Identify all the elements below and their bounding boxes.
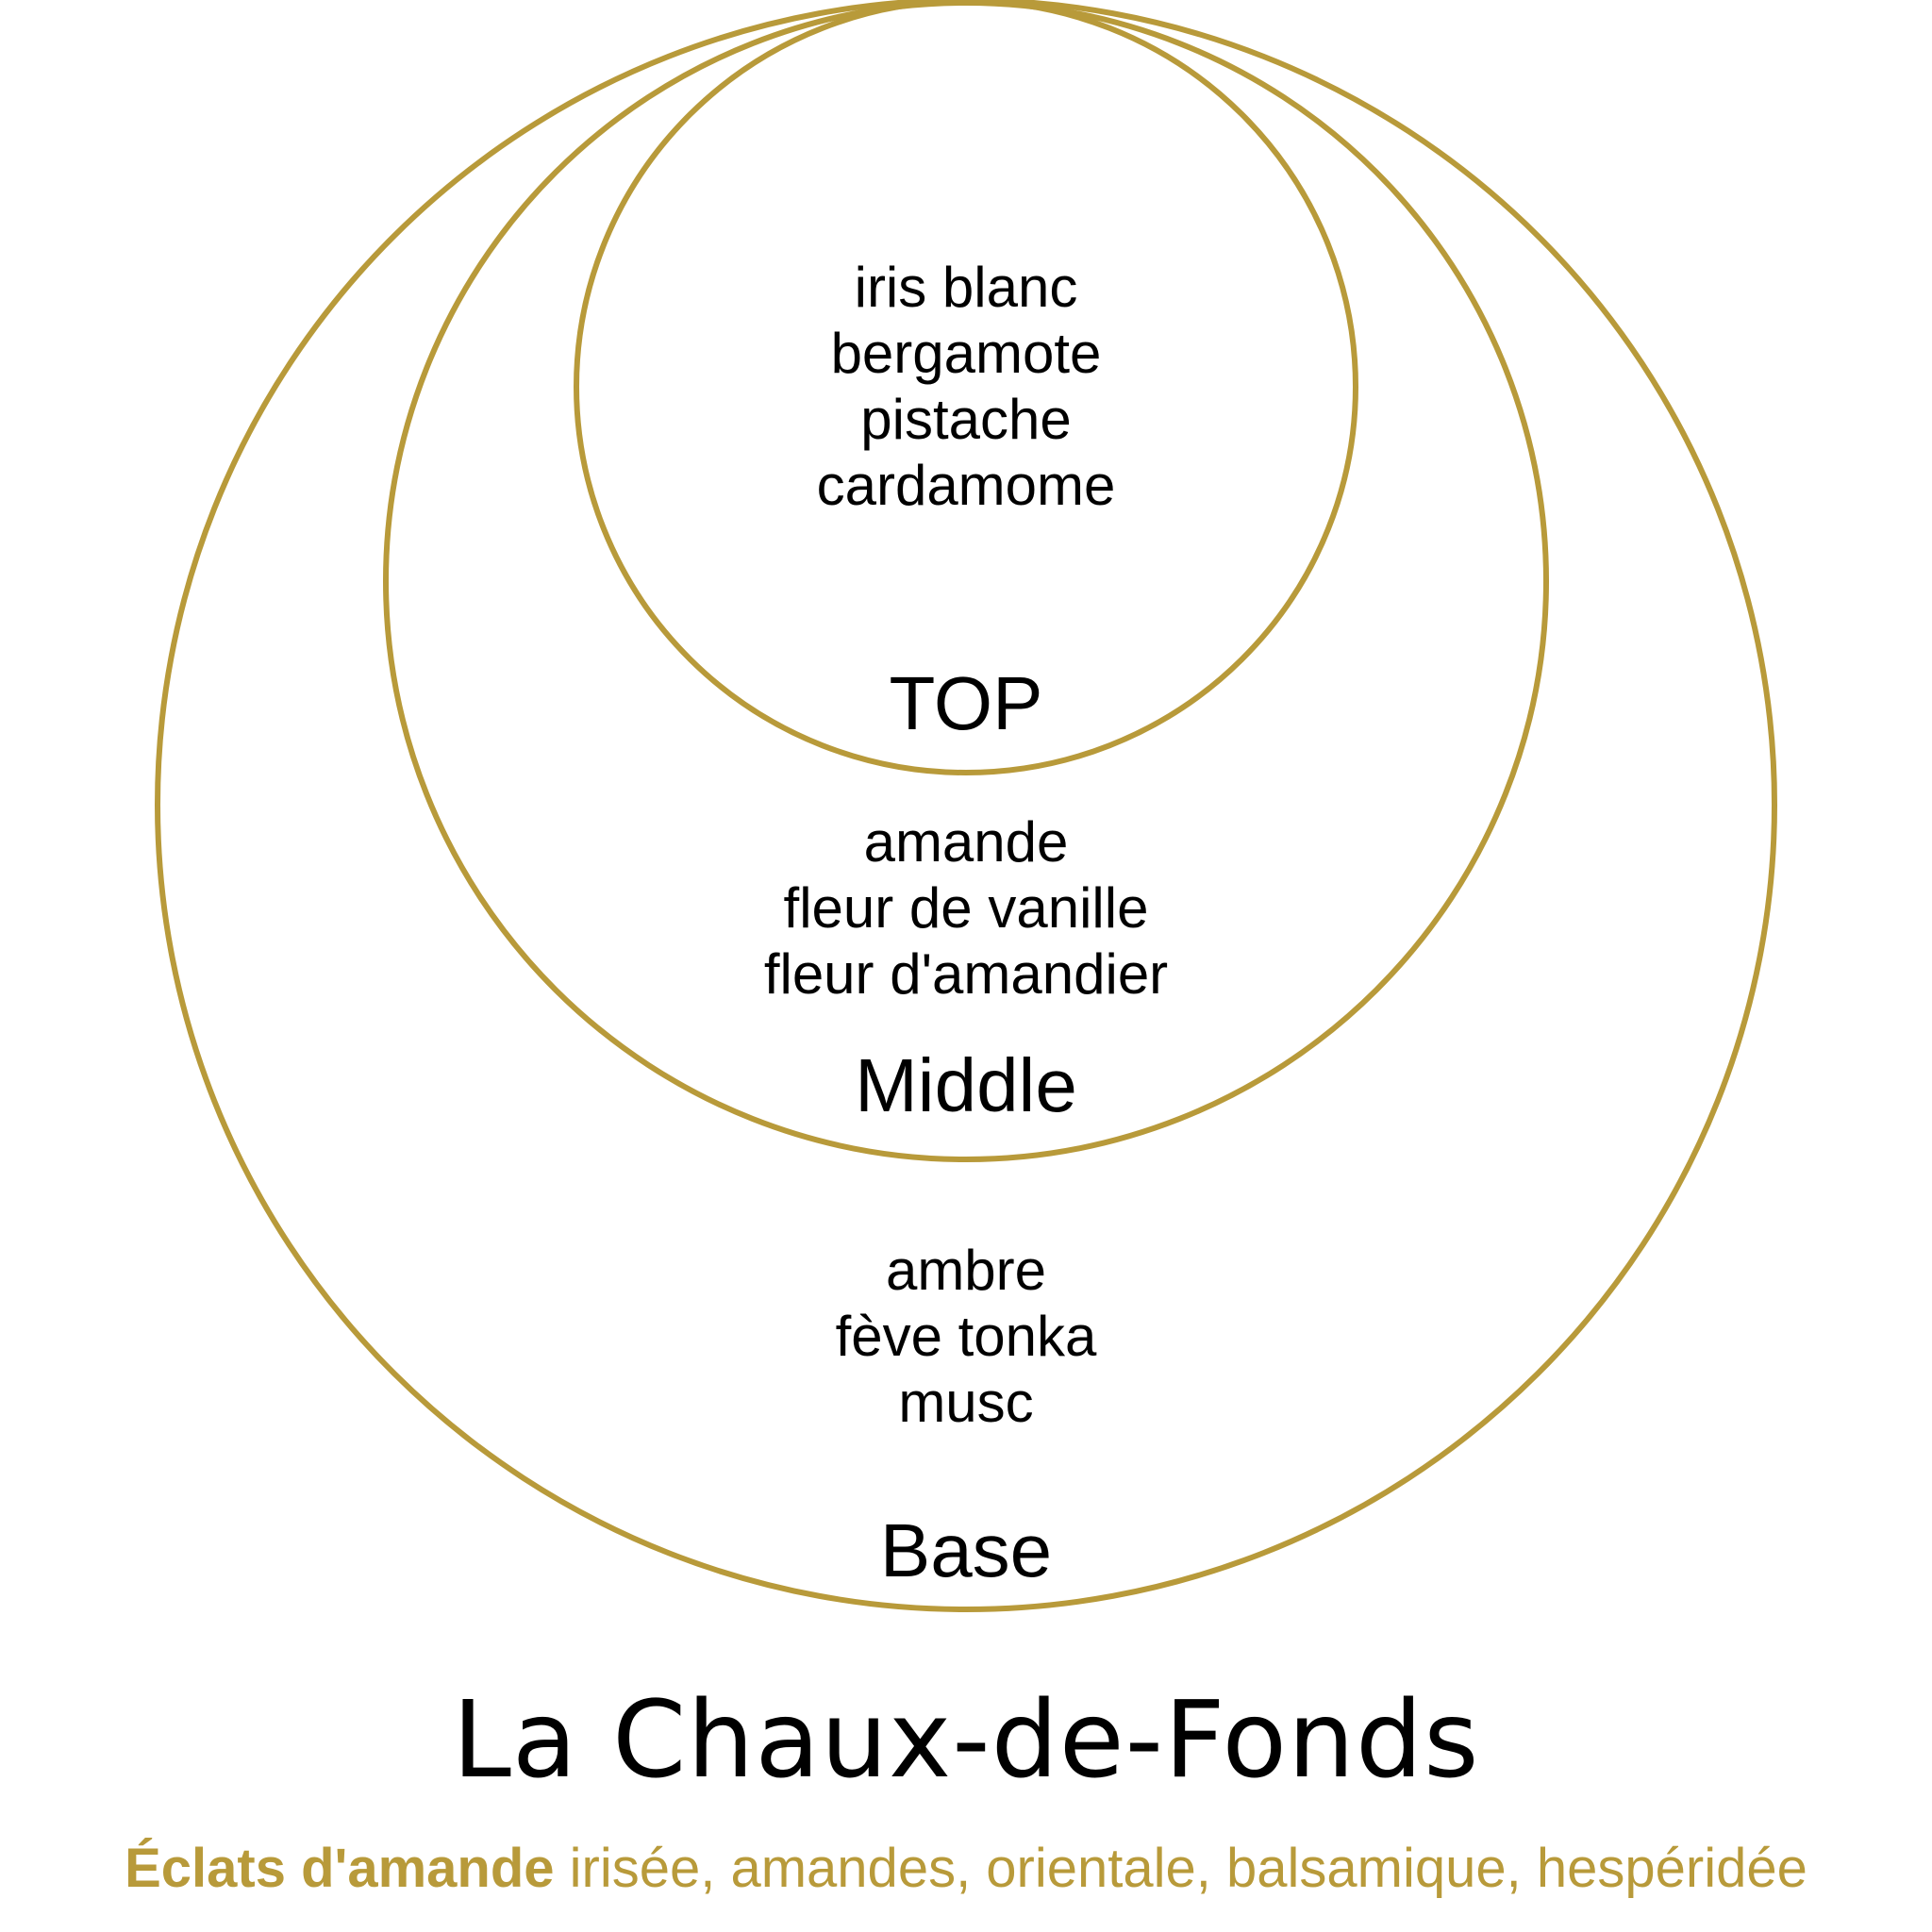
top-note: pistache	[860, 388, 1072, 451]
middle-tier-label: Middle	[855, 1043, 1077, 1127]
top-ring	[574, 0, 1358, 775]
middle-note: amande	[863, 810, 1069, 874]
base-tier-label: Base	[879, 1508, 1053, 1592]
brand-title: La Chaux-de-Fonds	[452, 1679, 1480, 1802]
base-ring	[155, 0, 1777, 1612]
fragrance-tagline: Éclats d'amande irisée, amandes, orienta…	[0, 1836, 1932, 1902]
base-notes-list: ambre fève tonka musc	[494, 1238, 1438, 1436]
fragrance-name: Éclats d'amande	[125, 1838, 555, 1899]
base-note: ambre	[885, 1239, 1047, 1302]
middle-note: fleur de vanille	[783, 876, 1149, 940]
base-note: musc	[898, 1371, 1034, 1434]
top-note: bergamote	[830, 322, 1102, 385]
base-note: fève tonka	[835, 1305, 1097, 1368]
top-note: iris blanc	[854, 256, 1078, 319]
top-tier-label: TOP	[889, 661, 1043, 745]
top-note: cardamome	[816, 454, 1116, 517]
top-notes-list: iris blanc bergamote pistache cardamome	[494, 255, 1438, 519]
middle-notes-list: amande fleur de vanille fleur d'amandier	[494, 809, 1438, 1008]
fragrance-descriptors: irisée, amandes, orientale, balsamique, …	[554, 1838, 1807, 1899]
middle-note: fleur d'amandier	[763, 942, 1169, 1006]
